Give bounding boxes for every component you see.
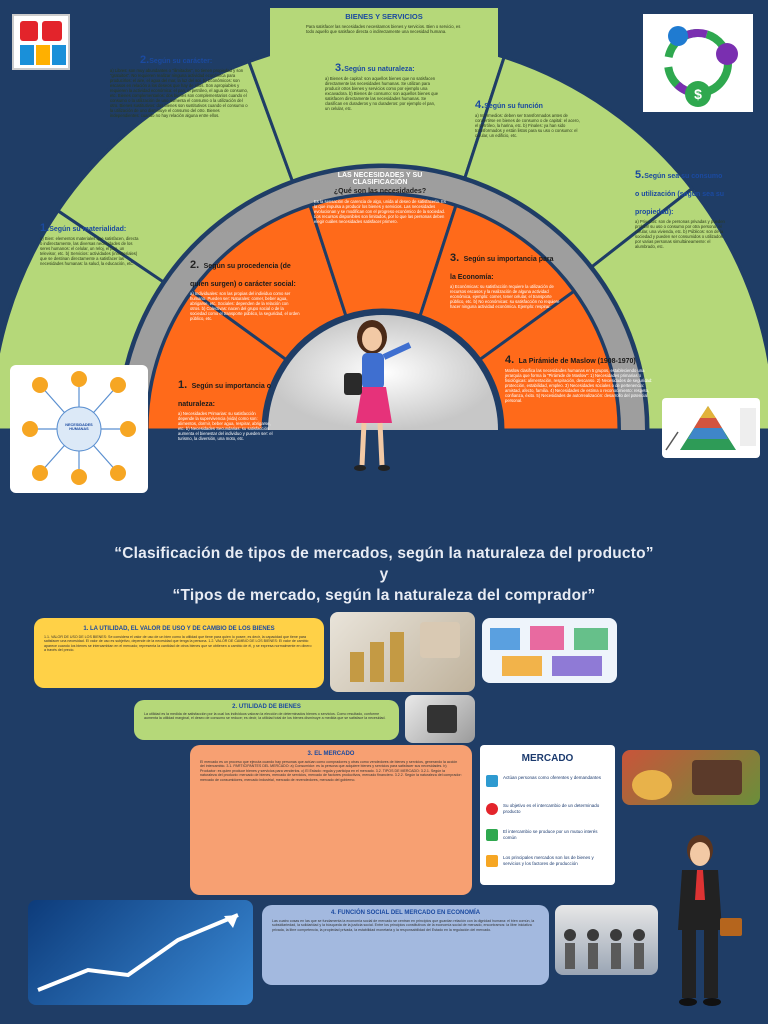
green-5-text: a) Privados: son de personas privadas y … — [635, 219, 725, 249]
card-el-mercado: 3. EL MERCADO El mercado es un proceso q… — [190, 745, 472, 895]
green-4-text: a) Intermedios: deben ser transformados … — [475, 113, 580, 138]
orange-4-num: 4. — [505, 354, 515, 366]
green-4-num: 4. — [475, 99, 485, 111]
card-utilidad-bienes: 2. UTILIDAD DE BIENES La utilidad es la … — [134, 700, 399, 740]
green-1-title: Según su materialidad: — [49, 226, 127, 233]
orange-4-title: La Pirámide de Maslow (1908-1970) — [518, 358, 636, 365]
card2-title: 2. UTILIDAD DE BIENES — [232, 704, 301, 710]
green-5-title: Según sea su consumo o utilización (segú… — [635, 173, 725, 216]
orange-2-text: a) Individuales: son las propias del ind… — [190, 291, 300, 321]
mercado-item-2: Su objetivo es el intercambio de un dete… — [486, 803, 610, 815]
green-3-text: a) Bienes de capital: son aquellos biene… — [325, 76, 439, 111]
center-title: LAS NECESIDADES Y SU CLASIFICACIÓN — [337, 172, 423, 186]
mercado-item-3-text: El intercambio se produce por un mutuo i… — [503, 829, 598, 840]
world-graph-photo — [28, 900, 253, 1005]
shopping-illustration — [482, 618, 617, 683]
bienes-banner: BIENES Y SERVICIOS Para satisfacer las n… — [270, 8, 498, 60]
svg-text:$: $ — [694, 86, 702, 102]
center-text: Es la sensación de carencia de algo, uni… — [314, 199, 446, 224]
orange-sector-3: 3. Según su importancia para la Economía… — [450, 248, 560, 309]
card2-text: La utilidad es la medida de satisfacción… — [144, 712, 386, 721]
green-sector-3: 3.Según su naturaleza: a) Bienes de capi… — [325, 58, 440, 111]
orange-sector-1: 1. Según su importancia o naturaleza: a)… — [178, 375, 273, 441]
mercado-item-4-text: Los principales mercados son los de bien… — [503, 855, 594, 866]
green-sector-5: 5.Según sea su consumo o utilización (se… — [635, 165, 727, 249]
card-utilidad-valor: 1. LA UTILIDAD, EL VALOR DE USO Y DE CAM… — [34, 618, 324, 688]
green-sector-shape-5 — [589, 186, 768, 432]
green-3-title: Según su naturaleza: — [344, 66, 415, 73]
orange-3-text: a) Económicas: su satisfacción requiere … — [450, 284, 560, 309]
people-chain-photo — [555, 905, 658, 975]
green-1-text: a) Bien: elementos materiales que satisf… — [40, 236, 139, 266]
calculator-photo — [405, 695, 475, 743]
mercado-panel: MERCADO Actúan personas como oferentes y… — [480, 745, 615, 885]
orange-4-text: Maslow clasifica las necesidades humanas… — [505, 368, 653, 403]
orange-sector-4: 4. La Pirámide de Maslow (1908-1970) Mas… — [505, 350, 655, 403]
green-2-num: 2. — [140, 54, 150, 66]
exchange-icon — [486, 829, 498, 841]
card1-title: 1. LA UTILIDAD, EL VALOR DE USO Y DE CAM… — [83, 626, 275, 632]
banner-title: BIENES Y SERVICIOS — [345, 12, 423, 21]
green-3-num: 3. — [335, 62, 345, 74]
banner-shape — [270, 8, 498, 60]
orange-2-num: 2. — [190, 259, 200, 271]
card3-text: El mercado es un proceso que ejecuta cua… — [200, 760, 462, 782]
green-2-title: Según su carácter: — [149, 58, 213, 65]
green-sector-2: 2.Según su carácter: a) Libres: son muy … — [110, 50, 250, 118]
megaphone-icon — [486, 775, 498, 787]
main-title-line2: y — [379, 566, 389, 583]
coins-photo — [330, 612, 475, 692]
orange-sector-2: 2. Según su procedencia (de quien surgen… — [190, 255, 300, 321]
banner-text: Para satisfacer las necesidades necesita… — [306, 24, 461, 34]
card4-text: Las cuatro cosas en las que se fundament… — [272, 919, 535, 932]
mercado-item-2-text: Su objetivo es el intercambio de un dete… — [503, 803, 600, 814]
orange-1-num: 1. — [178, 379, 188, 391]
woman-figure — [344, 320, 412, 471]
card3-title: 3. EL MERCADO — [307, 751, 355, 757]
center-question: ¿Qué son las necesidades? — [333, 188, 427, 195]
checklist-icon — [486, 855, 498, 867]
mercado-item-1-text: Actúan personas como oferentes y demanda… — [503, 775, 602, 780]
orange-2-title: Según su procedencia (de quien surgen) o… — [190, 263, 296, 288]
orange-1-text: a) Necesidades Primarias: su satisfacció… — [178, 411, 273, 441]
orange-1-title: Según su importancia o naturaleza: — [178, 383, 271, 408]
green-4-title: Según su función — [484, 103, 543, 110]
main-title-line3: “Tipos de mercado, según la naturaleza d… — [172, 587, 596, 604]
businessman-figure — [678, 835, 742, 1006]
mercado-title: MERCADO — [521, 753, 574, 764]
mercado-item-1: Actúan personas como oferentes y demanda… — [486, 775, 610, 787]
main-title-line1: “Clasificación de tipos de mercados, seg… — [114, 545, 654, 562]
card4-title: 4. FUNCIÓN SOCIAL DEL MERCADO EN ECONOMÍ… — [330, 910, 481, 916]
target-icon — [486, 803, 498, 815]
network-center-label: NECESIDADES HUMANAS — [65, 423, 93, 431]
green-1-num: 1. — [40, 222, 50, 234]
orange-3-title: Según su importancia para la Economía: — [450, 256, 554, 281]
card1-text: 1.1. VALOR DE USO DE LOS BIENES: Se cons… — [44, 635, 312, 653]
necesidades-wheel-diagram — [0, 36, 768, 432]
card-funcion-social: 4. FUNCIÓN SOCIAL DEL MERCADO EN ECONOMÍ… — [262, 905, 549, 985]
maslow-pyramid-image — [662, 398, 760, 458]
center-sector: LAS NECESIDADES Y SU CLASIFICACIÓN ¿Qué … — [310, 172, 450, 224]
mercado-item-4: Los principales mercados son los de bien… — [486, 855, 610, 867]
consumer-goods-icon — [12, 14, 70, 70]
money-cycle-icon: $ — [643, 14, 753, 112]
green-sector-1: 1.Según su materialidad: a) Bien: elemen… — [40, 218, 140, 266]
green-5-num: 5. — [635, 169, 645, 181]
mercado-item-3: El intercambio se produce por un mutuo i… — [486, 829, 610, 841]
green-sector-4: 4.Según su función a) Intermedios: deben… — [475, 95, 580, 138]
necesidades-network-image: NECESIDADES HUMANAS — [10, 365, 148, 493]
orange-sector-shape-5 — [477, 289, 621, 432]
green-2-text: a) Libres: son muy abundantes o "ilimita… — [110, 68, 249, 118]
orange-sectors — [145, 192, 621, 432]
market-photo — [622, 750, 760, 805]
orange-3-num: 3. — [450, 252, 460, 264]
